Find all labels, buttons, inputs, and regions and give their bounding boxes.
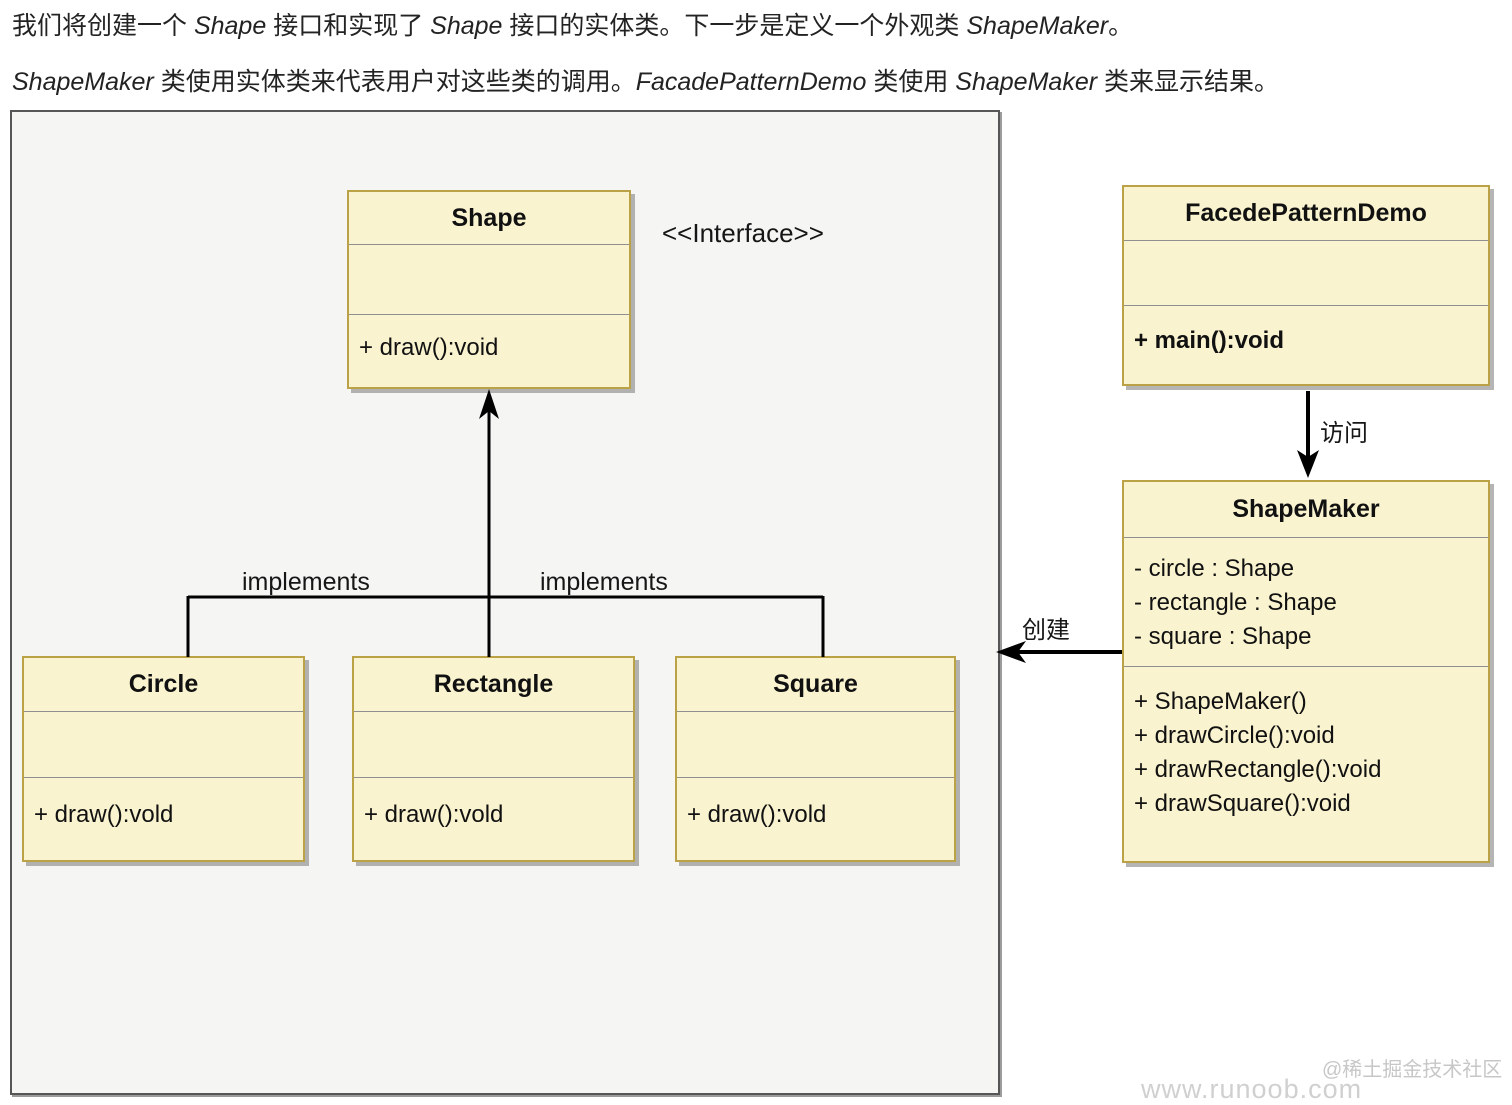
class-title-facadepatterndemo: FacedePatternDemo	[1185, 199, 1427, 227]
implements-label-left: implements	[242, 568, 370, 596]
class-box-shape: Shape + draw():void	[347, 190, 631, 389]
class-methods-rectangle: + draw():vold	[354, 777, 633, 860]
method-draw: + draw():vold	[364, 801, 504, 828]
implements-label-right: implements	[540, 568, 668, 596]
intro-italic-facadepatterndemo: FacadePatternDemo	[635, 68, 867, 96]
class-title-shapemaker: ShapeMaker	[1232, 495, 1380, 523]
interface-stereotype-label: <<Interface>>	[662, 218, 824, 248]
juejin-watermark: @稀土掘金技术社区	[1322, 1059, 1503, 1081]
method-drawsquare: + drawSquare():void	[1134, 790, 1351, 817]
class-box-circle: Circle + draw():vold	[22, 656, 305, 862]
method-shapemaker-ctor: + ShapeMaker()	[1134, 688, 1307, 715]
intro-italic-shapemaker: ShapeMaker	[955, 68, 1098, 96]
intro-italic-shapemaker: ShapeMaker	[966, 12, 1109, 40]
class-methods-shape: + draw():void	[349, 314, 629, 387]
method-drawrectangle: + drawRectangle():void	[1134, 756, 1382, 783]
class-attributes-shape	[349, 244, 629, 314]
class-box-rectangle: Rectangle + draw():vold	[352, 656, 635, 862]
class-title-square: Square	[773, 670, 858, 698]
class-attributes-shapemaker: - circle : Shape - rectangle : Shape - s…	[1124, 537, 1488, 666]
visit-label: 访问	[1320, 420, 1368, 447]
intro-text: 类使用	[866, 68, 956, 96]
attribute-circle: - circle : Shape	[1134, 555, 1295, 582]
intro-italic-shape: Shape	[193, 12, 267, 40]
class-box-facadepatterndemo: FacedePatternDemo + main():void	[1122, 185, 1490, 386]
class-box-shapemaker: ShapeMaker - circle : Shape - rectangle …	[1122, 480, 1490, 863]
visit-arrowhead-icon	[1297, 450, 1319, 478]
method-draw: + draw():vold	[687, 801, 827, 828]
method-draw: + draw():void	[359, 334, 499, 361]
class-methods-shapemaker: + ShapeMaker() + drawCircle():void + dra…	[1124, 666, 1488, 861]
class-attributes-square	[677, 711, 954, 777]
class-attributes-circle	[24, 711, 303, 777]
intro-line-1: 我们将创建一个 Shape 接口和实现了 Shape 接口的实体类。下一步是定义…	[12, 6, 1133, 42]
intro-text: 类来显示结果。	[1097, 68, 1279, 96]
class-attributes-facadepatterndemo	[1124, 240, 1488, 305]
method-main: + main():void	[1134, 327, 1285, 354]
intro-text: 类使用实体类来代表用户对这些类的调用。	[153, 68, 636, 96]
class-methods-circle: + draw():vold	[24, 777, 303, 860]
method-draw: + draw():vold	[34, 801, 174, 828]
intro-text: 接口的实体类。下一步是定义一个外观类	[502, 12, 967, 40]
intro-italic-shape: Shape	[430, 12, 503, 40]
method-drawcircle: + drawCircle():void	[1134, 722, 1335, 749]
class-title-circle: Circle	[128, 670, 199, 698]
intro-text: 我们将创建一个	[12, 12, 194, 40]
class-title-shape: Shape	[451, 203, 527, 232]
intro-text: 接口和实现了	[266, 12, 431, 40]
intro-line-2: ShapeMaker 类使用实体类来代表用户对这些类的调用。FacadePatt…	[12, 62, 1279, 98]
intro-text: 。	[1108, 12, 1134, 40]
class-attributes-rectangle	[354, 711, 633, 777]
create-label: 创建	[1022, 617, 1070, 644]
attribute-square: - square : Shape	[1134, 623, 1312, 650]
class-methods-square: + draw():vold	[677, 777, 954, 860]
runoob-watermark: www.runoob.com	[1141, 1074, 1363, 1104]
attribute-rectangle: - rectangle : Shape	[1134, 589, 1337, 616]
intro-italic-shapemaker: ShapeMaker	[12, 68, 154, 96]
class-methods-facadepatterndemo: + main():void	[1124, 305, 1488, 384]
class-title-rectangle: Rectangle	[433, 670, 554, 698]
class-box-square: Square + draw():vold	[675, 656, 956, 862]
